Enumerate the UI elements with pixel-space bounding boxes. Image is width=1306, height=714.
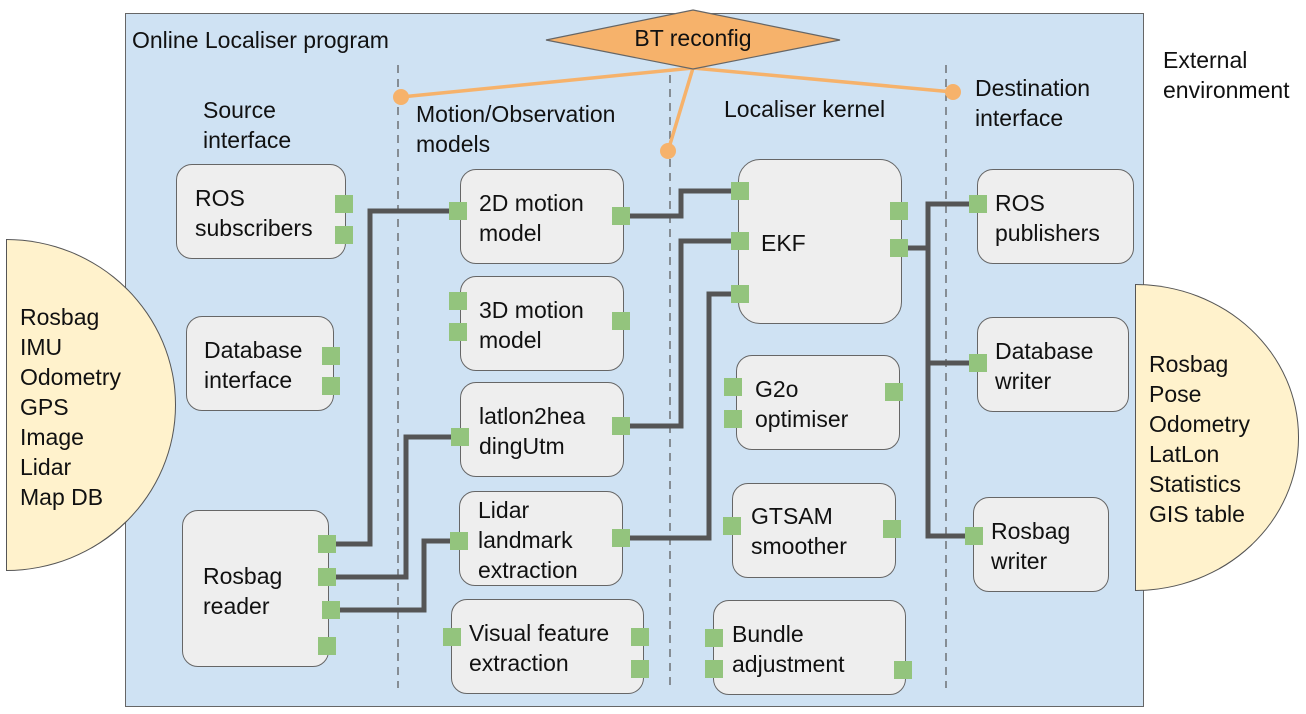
lidar-landmark-extraction-label: Lidar landmark extraction	[478, 497, 578, 583]
wire-ekf-destinations	[908, 245, 974, 539]
column-header-models: Motion/Observation models	[416, 101, 616, 157]
visual-feature-extraction-module: Visual feature extraction	[451, 599, 644, 694]
port	[890, 239, 908, 257]
database-writer-module: Database writer	[977, 317, 1129, 412]
port	[724, 410, 742, 428]
port	[612, 312, 630, 330]
g2o-optimiser-module: G2o optimiser	[736, 355, 900, 450]
rosbag-reader-module: Rosbag reader	[182, 510, 329, 667]
bt-line-models	[666, 67, 695, 152]
input-environment-list: Rosbag IMU Odometry GPS Image Lidar Map …	[20, 304, 121, 510]
port	[322, 601, 340, 619]
port	[705, 660, 723, 678]
bt-line-destination	[692, 66, 954, 94]
port	[318, 637, 336, 655]
port	[449, 323, 467, 341]
port	[612, 417, 630, 435]
port	[965, 527, 983, 545]
latlon2headingutm-label: latlon2hea dingUtm	[479, 403, 586, 459]
rosbag-writer-label: Rosbag writer	[991, 518, 1071, 574]
column-header-kernel: Localiser kernel	[724, 96, 886, 122]
output-environment-list: Rosbag Pose Odometry LatLon Statistics G…	[1149, 351, 1250, 527]
external-environment-label: External environment	[1163, 47, 1290, 103]
port	[631, 628, 649, 646]
port	[449, 202, 467, 220]
rosbag-reader-label: Rosbag reader	[203, 563, 283, 619]
bt-dot-destination	[945, 84, 961, 100]
wire-reader-lidar	[340, 538, 459, 613]
ekf-module: EKF	[738, 159, 902, 324]
g2o-optimiser-label: G2o optimiser	[755, 376, 849, 432]
rosbag-writer-module: Rosbag writer	[973, 497, 1109, 592]
bt-dot-source	[393, 89, 409, 105]
lidar-landmark-extraction-module: Lidar landmark extraction	[459, 491, 623, 586]
bt-dot-models	[660, 143, 676, 159]
database-interface-label: Database interface	[204, 337, 303, 393]
port	[969, 195, 987, 213]
port	[335, 195, 353, 213]
port	[969, 354, 987, 372]
wire-reader-2dmotion	[336, 208, 458, 547]
gtsam-smoother-module: GTSAM smoother	[732, 483, 896, 578]
column-header-source: Source interface	[203, 97, 292, 153]
port	[631, 660, 649, 678]
port	[322, 347, 340, 365]
port	[335, 226, 353, 244]
port	[318, 568, 336, 586]
ros-subscribers-module: ROS subscribers	[176, 164, 346, 259]
wire-to-ros-publishers	[925, 201, 978, 248]
database-interface-module: Database interface	[186, 316, 334, 411]
2d-motion-model-label: 2D motion model	[479, 190, 584, 246]
column-header-destination: Destination interface	[975, 75, 1091, 131]
ekf-label: EKF	[761, 230, 806, 256]
wire-2dmotion-ekf	[630, 188, 740, 219]
database-writer-label: Database writer	[995, 338, 1094, 394]
bundle-adjustment-label: Bundle adjustment	[732, 621, 845, 677]
program-label: Online Localiser program	[132, 27, 389, 53]
wire-latlon-ekf	[630, 238, 740, 429]
bt-reconfig-label: BT reconfig	[634, 25, 752, 51]
bt-reconfig-node	[545, 9, 841, 70]
latlon2headingutm-module: latlon2hea dingUtm	[460, 382, 624, 477]
visual-feature-extraction-label: Visual feature extraction	[469, 620, 610, 676]
port	[883, 520, 901, 538]
port	[443, 628, 461, 646]
port	[894, 661, 912, 679]
port	[705, 629, 723, 647]
ros-subscribers-label: ROS subscribers	[195, 185, 313, 241]
port	[731, 285, 749, 303]
port	[318, 535, 336, 553]
port	[723, 517, 741, 535]
2d-motion-model-module: 2D motion model	[460, 169, 624, 264]
ros-publishers-label: ROS publishers	[995, 190, 1100, 246]
port	[731, 182, 749, 200]
port	[890, 202, 908, 220]
3d-motion-model-module: 3D motion model	[460, 276, 624, 371]
3d-motion-model-label: 3D motion model	[479, 297, 584, 353]
port	[451, 428, 469, 446]
wire-reader-latlon	[336, 434, 459, 580]
bt-line-source	[400, 66, 694, 99]
port	[885, 383, 903, 401]
port	[612, 529, 630, 547]
port	[450, 532, 468, 550]
port	[731, 232, 749, 250]
port	[449, 292, 467, 310]
bundle-adjustment-module: Bundle adjustment	[713, 600, 906, 695]
wire-lidar-ekf	[630, 291, 740, 541]
port	[322, 377, 340, 395]
gtsam-smoother-label: GTSAM smoother	[751, 503, 847, 559]
port	[612, 207, 630, 225]
ros-publishers-module: ROS publishers	[977, 169, 1134, 264]
port	[724, 378, 742, 396]
